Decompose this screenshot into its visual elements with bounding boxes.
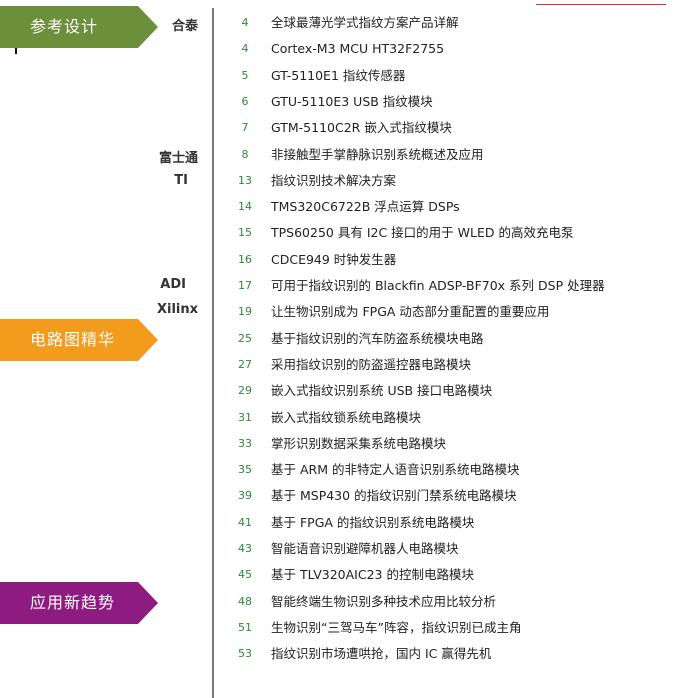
section-label: 电路图精华: [0, 319, 138, 361]
toc-entry[interactable]: 53 指纹识别市场遭哄抢，国内 IC 赢得先机: [0, 644, 660, 664]
section-label: 参考设计: [0, 6, 138, 48]
entry-title: 指纹识别技术解决方案: [271, 172, 397, 188]
page-number: 17: [238, 279, 252, 292]
company-adi: ADI: [160, 277, 186, 292]
entry-title: 基于 ARM 的非特定人语音识别系统电路模块: [271, 462, 520, 478]
page-number: 15: [238, 226, 252, 240]
page-number: 31: [238, 410, 252, 424]
page-number: 33: [238, 436, 252, 450]
entry-title: GT-5110E1 指纹传感器: [271, 67, 406, 83]
toc-entry[interactable]: 19 让生物识别成为 FPGA 动态部分重配置的重要应用: [0, 302, 660, 322]
toc-entry[interactable]: 17 可用于指纹识别的 Blackfin ADSP-BF70x 系列 DSP 处理…: [0, 276, 660, 296]
toc-entry[interactable]: 5 GT-5110E1 指纹传感器: [0, 66, 660, 86]
entry-title: 生物识别“三驾马车”阵容，指纹识别已成主角: [271, 619, 522, 635]
toc-entry[interactable]: 35 基于 ARM 的非特定人语音识别系统电路模块: [0, 460, 660, 480]
banner-arrow: [138, 319, 158, 361]
entry-title: Cortex-M3 MCU HT32F2755: [271, 41, 445, 57]
page-number: 25: [238, 331, 252, 345]
toc-entry[interactable]: 27 采用指纹识别的防盗遥控器电路模块: [0, 355, 660, 375]
page-number: 13: [238, 173, 252, 187]
page-number: 14: [238, 200, 252, 214]
toc-entry[interactable]: 4 Cortex-M3 MCU HT32F2755: [0, 39, 660, 59]
entry-title: 基于 MSP430 的指纹识别门禁系统电路模块: [271, 488, 517, 504]
company-ti: TI: [174, 173, 188, 188]
page-number: 41: [238, 515, 252, 529]
entry-title: 掌形识别数据采集系统电路模块: [271, 435, 447, 451]
toc-entry[interactable]: 41 基于 FPGA 的指纹识别系统电路模块: [0, 513, 660, 533]
entry-title: 嵌入式指纹识别系统 USB 接口电路模块: [271, 383, 493, 399]
entry-title: CDCE949 时钟发生器: [271, 251, 397, 267]
page-number: 53: [238, 647, 252, 661]
page-number: 5: [241, 68, 249, 82]
top-decoration: [536, 0, 666, 5]
entry-title: 指纹识别市场遭哄抢，国内 IC 赢得先机: [271, 646, 492, 662]
entry-title: 基于 TLV320AIC23 的控制电路模块: [271, 567, 474, 583]
page-number: 43: [238, 542, 252, 555]
toc-entry[interactable]: 13 指纹识别技术解决方案: [0, 171, 660, 191]
page-number: 27: [238, 357, 252, 371]
entry-title: 智能语音识别避障机器人电路模块: [271, 541, 459, 556]
company-xilinx: Xilinx: [156, 302, 198, 317]
page-number: 8: [241, 147, 249, 161]
toc-entry[interactable]: 16 CDCE949 时钟发生器: [0, 250, 660, 270]
page-number: 4: [241, 16, 249, 29]
company-fujitsu: 富士通: [158, 151, 198, 166]
entry-title: GTM-5110C2R 嵌入式指纹模块: [271, 120, 452, 136]
page-number: 6: [241, 94, 249, 108]
toc-entry[interactable]: 7 GTM-5110C2R 嵌入式指纹模块: [0, 118, 660, 138]
entry-title: 采用指纹识别的防盗遥控器电路模块: [271, 356, 472, 372]
page-number: 51: [238, 620, 252, 634]
toc-entry[interactable]: 25 基于指纹识别的汽车防盗系统模块电路: [0, 329, 660, 349]
toc-entry[interactable]: 51 生物识别“三驾马车”阵容，指纹识别已成主角: [0, 618, 660, 638]
entry-title: 基于指纹识别的汽车防盗系统模块电路: [271, 330, 484, 346]
toc-entry[interactable]: 31 嵌入式指纹锁系统电路模块: [0, 408, 660, 428]
banner-arrow: [138, 582, 158, 624]
section-label: 应用新趋势: [0, 582, 138, 624]
entry-title: 非接触型手掌静脉识别系统概述及应用: [271, 146, 484, 162]
entry-title: 嵌入式指纹锁系统电路模块: [271, 409, 422, 425]
toc-entry[interactable]: 45 基于 TLV320AIC23 的控制电路模块: [0, 565, 660, 585]
page-number: 19: [238, 305, 252, 319]
entry-title: 让生物识别成为 FPGA 动态部分重配置的重要应用: [271, 304, 550, 320]
toc-entry[interactable]: 43 智能语音识别避障机器人电路模块: [0, 539, 660, 559]
toc-entry[interactable]: 33 掌形识别数据采集系统电路模块: [0, 434, 660, 454]
page-number: 48: [238, 594, 252, 608]
page-number: 45: [238, 568, 252, 582]
toc-entry[interactable]: 8 非接触型手掌静脉识别系统概述及应用: [0, 145, 660, 165]
entry-title: 基于 FPGA 的指纹识别系统电路模块: [271, 514, 475, 530]
banner-arrow: [138, 6, 158, 48]
company-holtek: 合泰: [171, 19, 198, 34]
entry-title: GTU-5110E3 USB 指纹模块: [271, 93, 433, 109]
page-number: 29: [238, 384, 252, 398]
toc-entry[interactable]: 48 智能终端生物识别多种技术应用比较分析: [0, 592, 660, 612]
entry-title: TMS320C6722B 浮点运算 DSPs: [271, 199, 460, 215]
toc-entry[interactable]: 6 GTU-5110E3 USB 指纹模块: [0, 92, 660, 112]
page-number: 39: [238, 489, 252, 503]
page-number: 7: [241, 121, 249, 135]
entry-title: 智能终端生物识别多种技术应用比较分析: [271, 593, 497, 609]
page-number: 35: [238, 463, 252, 477]
entry-title: 全球最薄光学式指纹方案产品详解: [271, 15, 459, 30]
vertical-divider: [212, 8, 214, 698]
entry-title: 可用于指纹识别的 Blackfin ADSP-BF70x 系列 DSP 处理器: [271, 278, 605, 293]
toc-entry[interactable]: 4 全球最薄光学式指纹方案产品详解: [0, 13, 660, 33]
toc-entry[interactable]: 29 嵌入式指纹识别系统 USB 接口电路模块: [0, 381, 660, 401]
toc-entry[interactable]: 14 TMS320C6722B 浮点运算 DSPs: [0, 197, 660, 217]
page-number: 16: [238, 252, 252, 266]
page-number: 4: [241, 42, 249, 56]
entry-title: TPS60250 具有 I2C 接口的用于 WLED 的高效充电泵: [271, 225, 574, 241]
toc-entry[interactable]: 39 基于 MSP430 的指纹识别门禁系统电路模块: [0, 486, 660, 506]
toc-entry[interactable]: 15 TPS60250 具有 I2C 接口的用于 WLED 的高效充电泵: [0, 223, 660, 243]
